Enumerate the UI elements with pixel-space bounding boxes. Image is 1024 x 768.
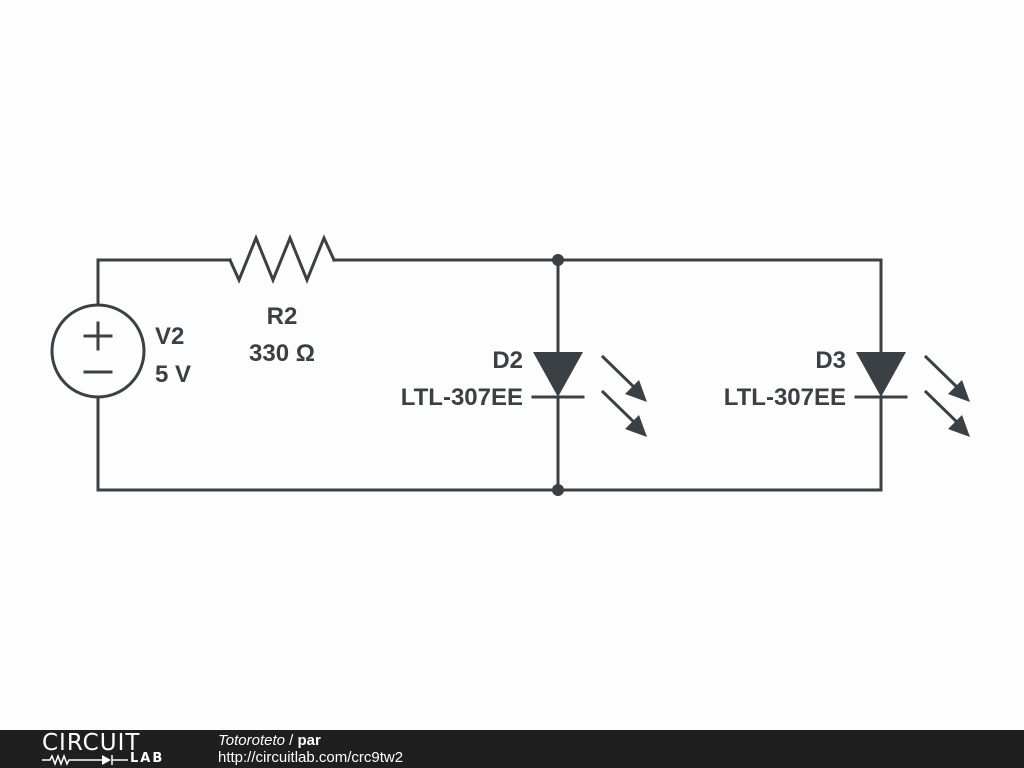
circuitlab-logo[interactable]: CIRCUIT LAB [42, 730, 177, 768]
resistor-diode-logo-icon [42, 753, 128, 766]
circuit-credit: Totoroteto / par http://circuitlab.com/c… [218, 732, 403, 766]
d2-part-label: LTL-307EE [401, 384, 523, 411]
diode-triangle [856, 352, 906, 397]
wires [96, 258, 883, 492]
led-d3[interactable] [854, 352, 970, 437]
logo-wordmark-bottom: LAB [130, 751, 165, 766]
voltage-source-circle [50, 303, 146, 399]
author-link[interactable]: Totoroteto [218, 732, 285, 749]
led-d2[interactable] [531, 352, 647, 437]
circuit-schematic: V2 5 V R2 330 Ω D2 LTL-307EE [50, 234, 970, 496]
d3-part-label: LTL-307EE [724, 384, 846, 411]
footer-bar: CIRCUIT LAB Totoroteto / par http://circ… [0, 730, 1024, 768]
wire-top-right [332, 258, 883, 354]
wire-top-left [96, 258, 232, 307]
junction-top [552, 254, 564, 266]
circuit-name-link[interactable]: par [297, 732, 321, 749]
d3-name-label: D3 [815, 347, 846, 374]
junction-bottom [552, 484, 564, 496]
resistor-r2[interactable] [228, 234, 336, 284]
v2-name-label: V2 [155, 323, 184, 350]
logo-wordmark-top: CIRCUIT [42, 730, 141, 756]
circuit-url-link[interactable]: http://circuitlab.com/crc9tw2 [218, 749, 404, 766]
diode-triangle [533, 352, 583, 397]
r2-name-label: R2 [267, 303, 298, 330]
wire-bottom [96, 396, 883, 492]
voltage-source-v2[interactable] [50, 303, 146, 399]
light-emission-arrows-icon [923, 354, 970, 437]
credit-separator: / [285, 732, 298, 749]
light-emission-arrows-icon [600, 354, 647, 437]
d2-name-label: D2 [492, 347, 523, 374]
v2-value-label: 5 V [155, 361, 191, 388]
r2-value-label: 330 Ω [249, 340, 315, 367]
